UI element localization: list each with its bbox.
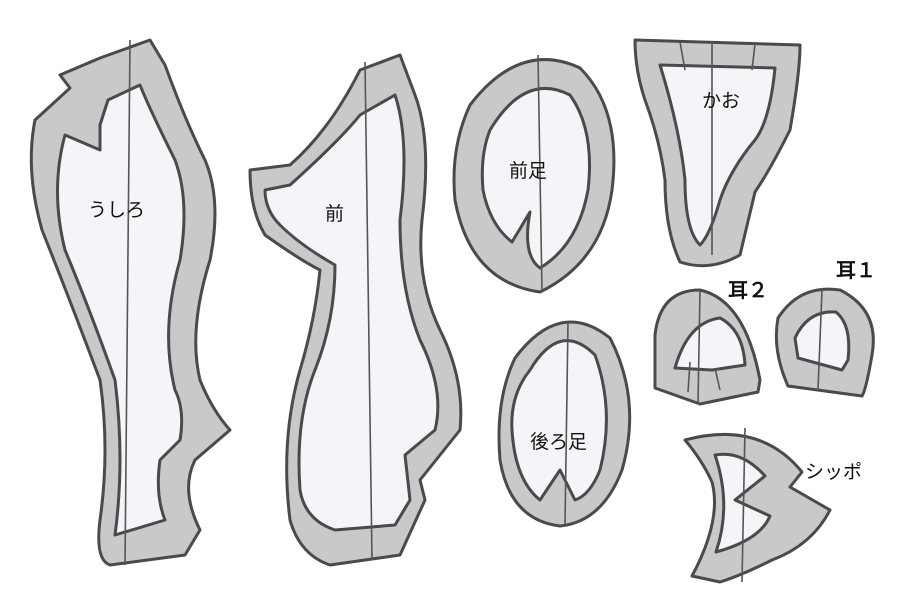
label-front-leg: 前足 — [509, 160, 547, 182]
label-back: うしろ — [88, 199, 145, 221]
label-ear-1: 耳１ — [836, 258, 876, 282]
piece-ear-2: 耳２ — [653, 278, 768, 406]
piece-face: かお — [633, 38, 802, 268]
label-hind-leg: 後ろ足 — [530, 431, 587, 453]
label-front: 前 — [325, 203, 344, 225]
label-face: かお — [702, 90, 740, 112]
piece-back: うしろ — [29, 38, 232, 567]
piece-ear-1: 耳１ — [774, 258, 876, 398]
piece-tail: シッポ — [683, 427, 862, 584]
label-ear-2: 耳２ — [728, 278, 768, 302]
piece-hind-leg: 後ろ足 — [497, 320, 632, 528]
piece-front: 前 — [248, 53, 463, 567]
piece-front-leg: 前足 — [452, 54, 616, 294]
label-tail: シッポ — [805, 461, 862, 483]
